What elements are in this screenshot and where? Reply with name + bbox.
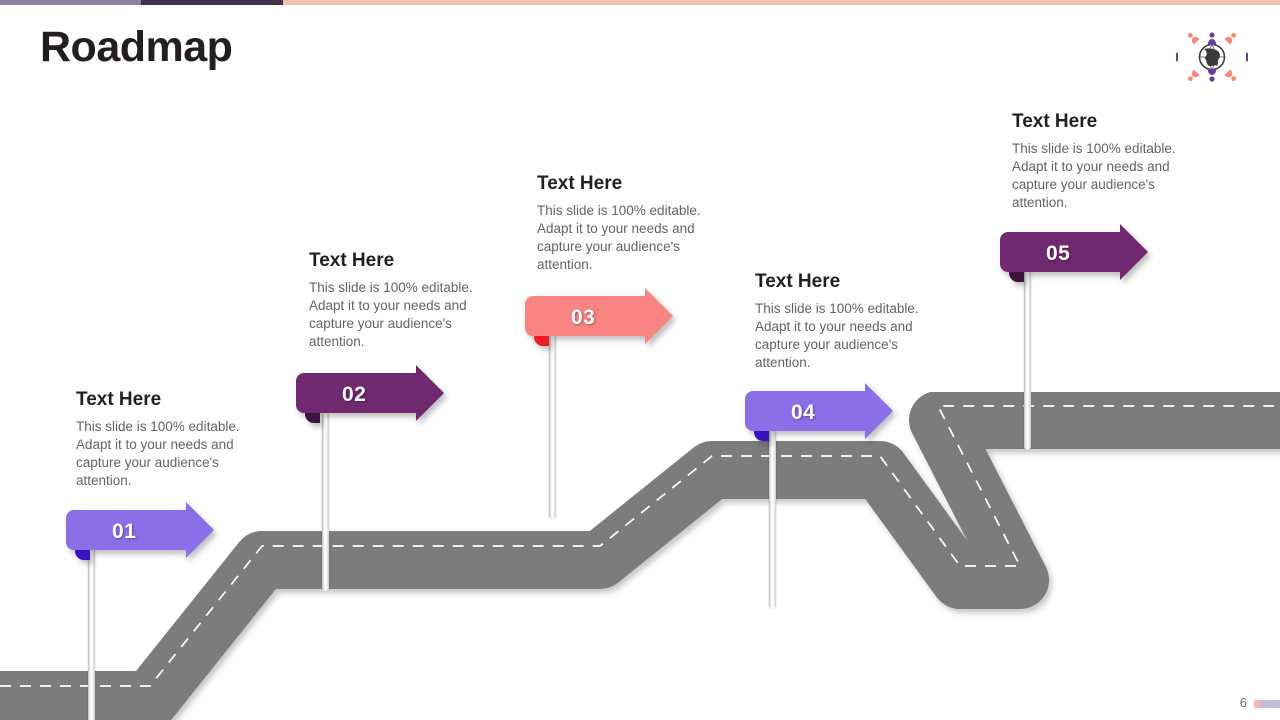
flag-banner-05[interactable] (1000, 222, 1150, 289)
footer-accent-peach (1254, 700, 1261, 708)
top-accent-segment-light-purple (0, 0, 141, 5)
milestone-heading-01: Text Here (76, 389, 162, 410)
flag-banner-04[interactable] (745, 381, 895, 448)
flag-number-03: 03 (571, 306, 596, 329)
milestone-heading-02: Text Here (309, 250, 395, 271)
page-number: 6 (1239, 695, 1247, 710)
footer-accent-lavender (1261, 700, 1280, 708)
milestone-text-01: Text Here This slide is 100% editable. A… (76, 389, 276, 490)
milestone-text-03: Text Here This slide is 100% editable. A… (537, 173, 737, 274)
flag-number-04: 04 (791, 401, 816, 424)
flag-number-05: 05 (1046, 242, 1071, 265)
milestone-body-01: This slide is 100% editable. Adapt it to… (76, 418, 240, 488)
milestone-heading-03: Text Here (537, 173, 623, 194)
flag-number-02: 02 (342, 383, 367, 406)
milestone-text-02: Text Here This slide is 100% editable. A… (309, 250, 509, 351)
globe-people-logo (1165, 26, 1259, 88)
top-accent-bar (0, 0, 1280, 5)
milestone-heading-04: Text Here (755, 271, 841, 292)
flag-banner-03[interactable] (525, 286, 675, 353)
flag-banner-01[interactable] (66, 500, 216, 567)
footer-accent-bar (1254, 700, 1280, 708)
flag-banner-02[interactable] (296, 363, 446, 430)
flag-number-01: 01 (112, 520, 137, 543)
milestone-text-04: Text Here This slide is 100% editable. A… (755, 271, 955, 372)
milestone-body-05: This slide is 100% editable. Adapt it to… (1012, 140, 1176, 210)
top-accent-segment-dark-purple (141, 0, 283, 5)
milestone-body-02: This slide is 100% editable. Adapt it to… (309, 279, 473, 349)
milestone-heading-05: Text Here (1012, 111, 1098, 132)
milestone-body-03: This slide is 100% editable. Adapt it to… (537, 202, 701, 272)
flag-pole-05 (1024, 250, 1031, 450)
milestone-text-05: Text Here This slide is 100% editable. A… (1012, 111, 1212, 212)
top-accent-segment-peach (283, 0, 1280, 5)
page-title: Roadmap (40, 23, 233, 71)
milestone-body-04: This slide is 100% editable. Adapt it to… (755, 300, 919, 370)
